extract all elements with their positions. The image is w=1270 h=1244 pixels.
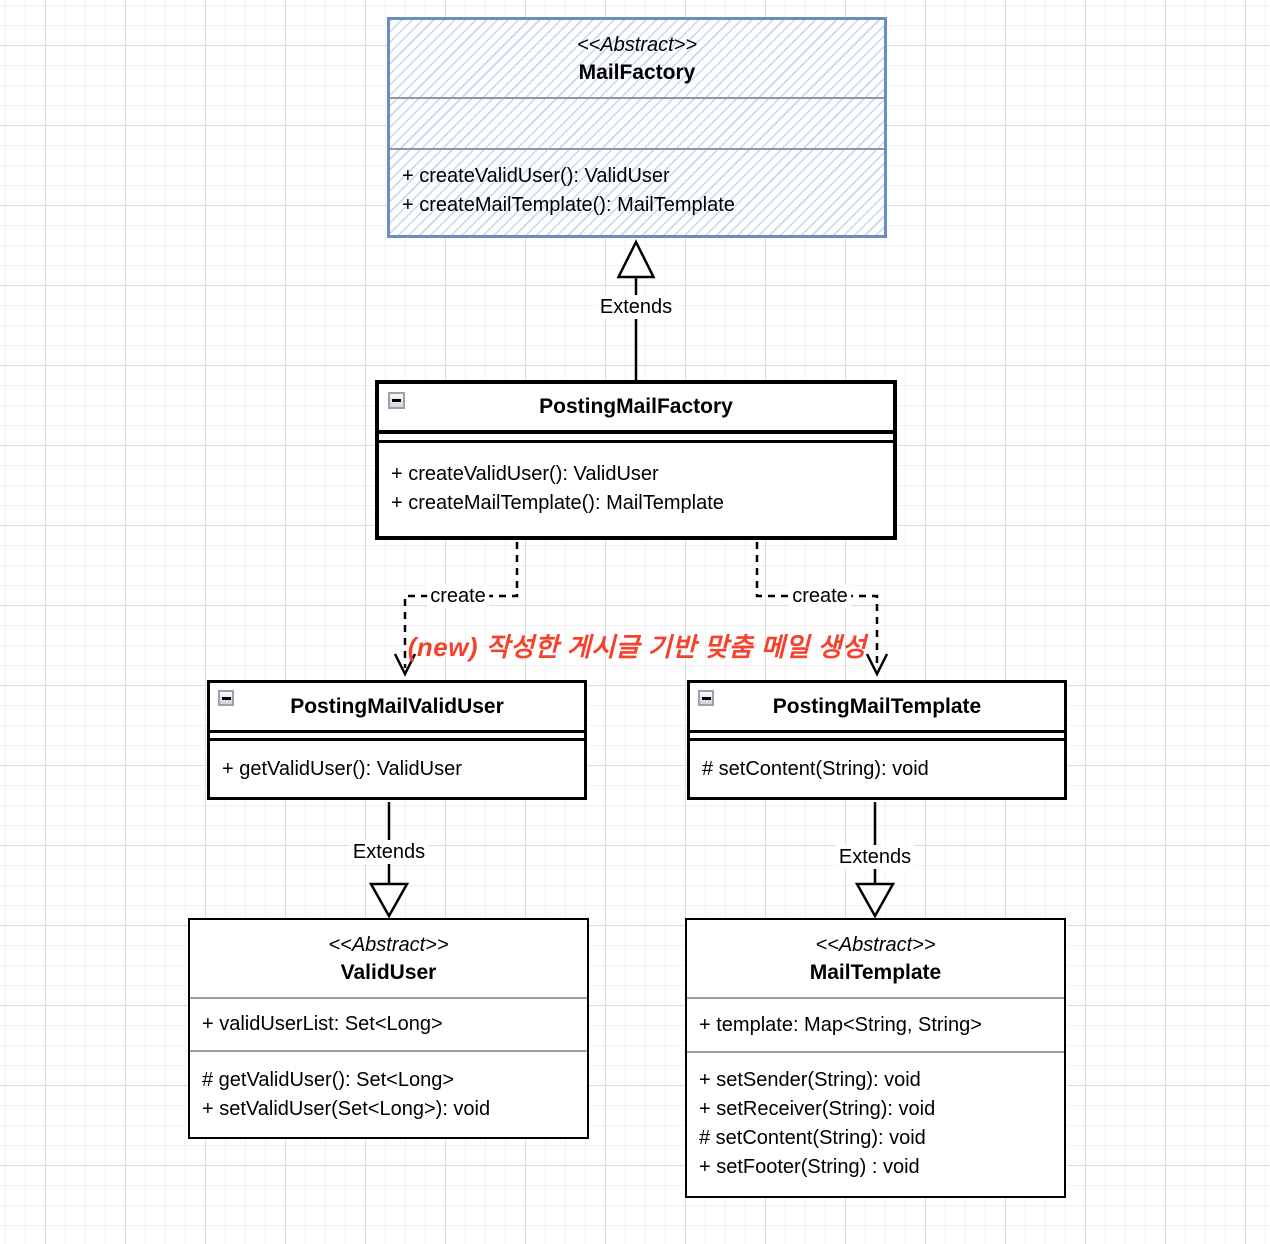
class-title: PostingMailTemplate <box>690 683 1064 733</box>
class-postingmailfactory[interactable]: PostingMailFactory + createValidUser(): … <box>375 380 897 540</box>
collapse-icon[interactable] <box>698 690 714 706</box>
inheritance-triangle-icon <box>368 882 410 919</box>
class-name-label: PostingMailTemplate <box>772 694 982 718</box>
annotation-note: (new) 작성한 게시글 기반 맞춤 메일 생성 <box>407 632 867 662</box>
class-title: <<Abstract>> MailFactory <box>390 20 884 97</box>
attribute-row: + validUserList: Set<Long> <box>202 1013 443 1035</box>
methods-section: + setSender(String): void + setReceiver(… <box>687 1053 1064 1182</box>
method-row: + createValidUser(): ValidUser <box>391 463 659 485</box>
minus-icon <box>221 696 231 700</box>
extends-label[interactable]: Extends <box>596 295 676 319</box>
class-title: <<Abstract>> MailTemplate <box>687 920 1064 997</box>
class-name-label: MailFactory <box>578 60 696 84</box>
minus-icon <box>701 696 711 700</box>
class-mailfactory[interactable]: <<Abstract>> MailFactory + createValidUs… <box>387 17 887 238</box>
method-row: # setContent(String): void <box>702 757 929 780</box>
open-arrowhead-icon <box>865 653 889 677</box>
class-postingmailtemplate[interactable]: PostingMailTemplate # setContent(String)… <box>687 680 1067 800</box>
stereotype-label: <<Abstract>> <box>328 933 449 956</box>
section-divider <box>390 148 884 150</box>
stereotype-label: <<Abstract>> <box>815 933 936 956</box>
methods-section: + getValidUser(): ValidUser <box>210 741 584 797</box>
class-name-label: MailTemplate <box>809 960 942 984</box>
method-row: # setContent(String): void <box>699 1127 926 1149</box>
section-divider <box>210 733 584 741</box>
method-row: + getValidUser(): ValidUser <box>222 757 462 780</box>
class-validuser[interactable]: <<Abstract>> ValidUser + validUserList: … <box>188 918 589 1139</box>
collapse-icon[interactable] <box>388 392 405 409</box>
extends-label[interactable]: Extends <box>349 840 429 864</box>
method-row: + createMailTemplate(): MailTemplate <box>402 194 735 216</box>
method-row: + setReceiver(String): void <box>699 1098 936 1120</box>
create-label[interactable]: create <box>427 584 489 608</box>
collapse-icon[interactable] <box>218 690 234 706</box>
section-divider <box>390 97 884 99</box>
class-title: <<Abstract>> ValidUser <box>190 920 587 997</box>
stereotype-label: <<Abstract>> <box>576 33 698 56</box>
edge-line <box>755 542 879 668</box>
method-row: + createValidUser(): ValidUser <box>402 165 670 187</box>
section-divider <box>687 1051 1064 1053</box>
minus-icon <box>392 399 401 402</box>
class-name-label: PostingMailFactory <box>539 395 733 418</box>
extends-edge-mailtemplate[interactable] <box>854 802 896 919</box>
section-divider <box>379 434 893 443</box>
method-row: # getValidUser(): Set<Long> <box>202 1069 455 1091</box>
attributes-section-empty <box>390 99 884 148</box>
open-arrowhead-icon <box>393 653 417 677</box>
method-row: + setSender(String): void <box>699 1069 921 1091</box>
method-row: + createMailTemplate(): MailTemplate <box>391 492 724 514</box>
extends-label[interactable]: Extends <box>835 845 915 869</box>
section-divider <box>190 1050 587 1052</box>
inheritance-triangle-icon <box>616 239 656 279</box>
inheritance-triangle-icon <box>854 882 896 919</box>
section-divider <box>190 997 587 999</box>
class-mailtemplate[interactable]: <<Abstract>> MailTemplate + template: Ma… <box>685 918 1066 1198</box>
class-name-label: ValidUser <box>340 960 437 984</box>
method-row: + setFooter(String) : void <box>699 1156 920 1178</box>
methods-section: + createValidUser(): ValidUser + createM… <box>379 443 893 518</box>
methods-section: # getValidUser(): Set<Long> + setValidUs… <box>190 1052 587 1124</box>
methods-section: # setContent(String): void <box>690 741 1064 797</box>
section-divider <box>687 997 1064 999</box>
class-title: PostingMailFactory <box>379 384 893 434</box>
attribute-row: + template: Map<String, String> <box>699 1013 982 1036</box>
create-label[interactable]: create <box>789 584 851 608</box>
class-postingmailvaliduser[interactable]: PostingMailValidUser + getValidUser(): V… <box>207 680 587 800</box>
section-divider <box>690 733 1064 741</box>
extends-edge-postingmailfactory[interactable] <box>616 239 656 381</box>
create-edge-mailtemplate[interactable] <box>755 542 889 677</box>
methods-section: + createValidUser(): ValidUser + createM… <box>390 150 884 220</box>
class-name-label: PostingMailValidUser <box>290 694 504 718</box>
class-title: PostingMailValidUser <box>210 683 584 733</box>
method-row: + setValidUser(Set<Long>): void <box>202 1098 491 1120</box>
